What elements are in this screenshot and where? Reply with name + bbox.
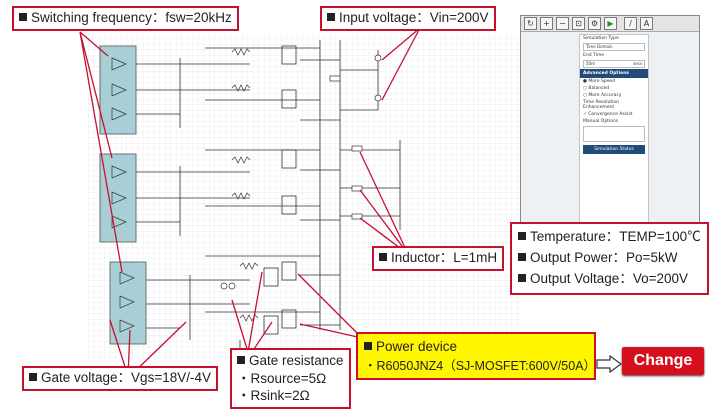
mosfet-symbols: [263, 45, 297, 335]
power-device-title-row: Power device: [364, 337, 588, 357]
rsource-text: ・Rsource=5Ω: [237, 370, 327, 386]
input-voltage-text: Input voltage：Vin=200V: [339, 10, 489, 25]
gate-resistance-callout: Gate resistance ・Rsource=5Ω ・Rsink=2Ω: [230, 348, 351, 409]
run-icon[interactable]: ▶: [604, 17, 617, 30]
gate-resistance-title-row: Gate resistance: [237, 352, 344, 370]
zoom-fit-icon[interactable]: ⊡: [572, 17, 585, 30]
bullet-square-icon: [237, 356, 245, 364]
rsink-text: ・Rsink=2Ω: [237, 388, 310, 404]
convergence-assist-option[interactable]: ✓ Convergence Assist: [583, 112, 633, 117]
refresh-icon[interactable]: ↻: [524, 17, 537, 30]
bullet-square-icon: [518, 252, 526, 261]
temperature-line: Temperature：TEMP=100℃: [518, 227, 701, 248]
operating-conditions-callout: Temperature：TEMP=100℃ Output Power：Po=5k…: [510, 222, 709, 295]
bullet-square-icon: [364, 342, 372, 350]
advanced-options-header[interactable]: Advanced Options: [580, 69, 648, 78]
bullet-square-icon: [19, 13, 27, 21]
bullet-square-icon: [379, 253, 387, 261]
simulation-options: Simulation Type Time Domain End Time 50m…: [579, 34, 649, 226]
opt-more-accuracy[interactable]: ○ More Accuracy: [583, 93, 622, 98]
inductor-blocks: [220, 54, 382, 290]
line-tool-icon[interactable]: /: [624, 17, 637, 30]
arrow-right-icon: [596, 355, 622, 373]
schematic-grid: [88, 35, 520, 360]
opt-balanced[interactable]: ○ Balanced: [583, 86, 610, 91]
bullet-square-icon: [29, 373, 37, 381]
settings-icon[interactable]: ⚙: [588, 17, 601, 30]
output-power-text: Output Power：Po=5kW: [530, 249, 678, 265]
gate-resistance-title: Gate resistance: [249, 353, 344, 368]
manual-options-label: Manual Options: [583, 119, 619, 124]
output-voltage-text: Output Voltage：Vo=200V: [530, 270, 688, 286]
switching-frequency-callout: Switching frequency：fsw=20kHz: [12, 6, 239, 31]
sim-type-label: Simulation Type: [583, 36, 619, 41]
simulation-status-button[interactable]: Simulation Status: [583, 145, 645, 154]
sim-type-select[interactable]: Time Domain: [583, 43, 645, 51]
simulation-panel: ↻ + − ⊡ ⚙ ▶ / A Simulation Type Time Dom…: [520, 15, 700, 228]
bullet-square-icon: [518, 273, 526, 282]
zoom-out-icon[interactable]: −: [556, 17, 569, 30]
output-voltage-line: Output Voltage：Vo=200V: [518, 269, 701, 290]
bullet-square-icon: [518, 232, 526, 240]
panel-toolbar: ↻ + − ⊡ ⚙ ▶ / A: [521, 16, 699, 32]
input-voltage-callout: Input voltage：Vin=200V: [320, 6, 496, 31]
gate-voltage-text: Gate voltage：Vgs=18V/-4V: [41, 370, 211, 385]
change-button[interactable]: Change: [622, 347, 704, 375]
manual-options-field[interactable]: [583, 126, 645, 142]
power-device-title: Power device: [376, 339, 458, 354]
opt-more-speed[interactable]: ● More Speed: [583, 79, 616, 84]
power-device-callout: Power device ・R6050JNZ4（SJ-MOSFET:600V/5…: [356, 332, 596, 380]
switching-frequency-text: Switching frequency：fsw=20kHz: [31, 10, 232, 25]
temperature-text: Temperature：TEMP=100℃: [530, 229, 701, 244]
text-tool-icon[interactable]: A: [640, 17, 653, 30]
power-device-part: ・R6050JNZ4（SJ-MOSFET:600V/50A）: [364, 358, 597, 373]
callout-leaders: [79, 27, 421, 377]
time-resolution-option[interactable]: Time Resolution Enhancement: [583, 100, 619, 110]
gate-voltage-callout: Gate voltage：Vgs=18V/-4V: [22, 366, 218, 391]
bullet-square-icon: [327, 13, 335, 21]
gate-driver-modules: [99, 45, 147, 345]
end-time-input[interactable]: 50m secs: [583, 60, 645, 68]
zoom-in-icon[interactable]: +: [540, 17, 553, 30]
inductor-text: Inductor：L=1mH: [391, 250, 498, 265]
end-time-label: End Time: [583, 53, 604, 58]
inductor-callout: Inductor：L=1mH: [372, 246, 505, 271]
output-power-line: Output Power：Po=5kW: [518, 248, 701, 269]
